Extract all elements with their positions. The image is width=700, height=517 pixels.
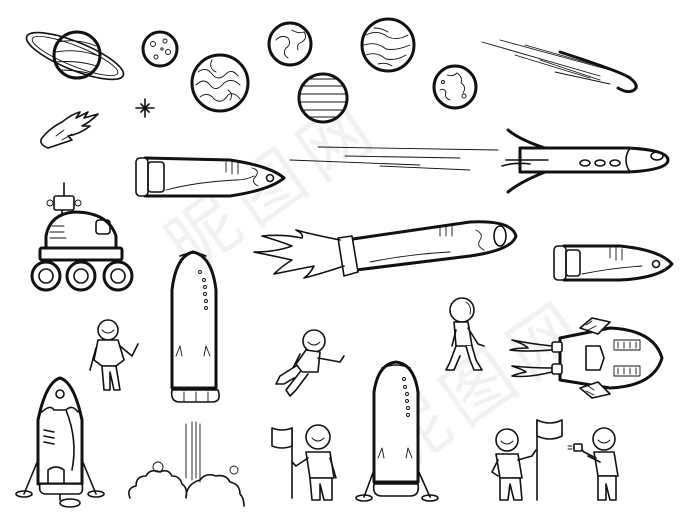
astronaut-waving-icon [89,319,139,391]
saturn-icon [25,30,125,81]
launch-smoke-icon [128,421,245,507]
moon-rover-icon [30,182,134,292]
astronaut-camera-icon [567,427,619,501]
landing-module-icon [15,376,105,508]
winged-rocket-icon [501,128,670,194]
cratered-moon-icon [141,30,179,68]
astronaut-flag-2-icon [491,419,563,501]
earth-icon [267,21,313,67]
astronaut-flag-icon [271,424,337,501]
swirl-planet-icon [190,53,250,113]
spotted-moon-icon [432,64,478,110]
tall-rocket-icon [170,250,220,403]
meteor-icon [40,111,99,149]
striped-planet-icon [297,72,349,124]
speed-lines-icon [289,146,499,171]
space-shuttle-icon [553,244,674,282]
spaceship-icon [509,317,664,399]
space-shuttle-icon [135,156,286,198]
flaming-shuttle-icon [253,220,518,279]
landed-rocket-icon [355,360,439,502]
comet-icon [481,39,638,94]
star-icon [135,98,155,118]
astronaut-walking-icon [445,297,485,371]
astronaut-floating-icon [275,329,345,397]
wood-grain-planet-icon [360,17,416,73]
